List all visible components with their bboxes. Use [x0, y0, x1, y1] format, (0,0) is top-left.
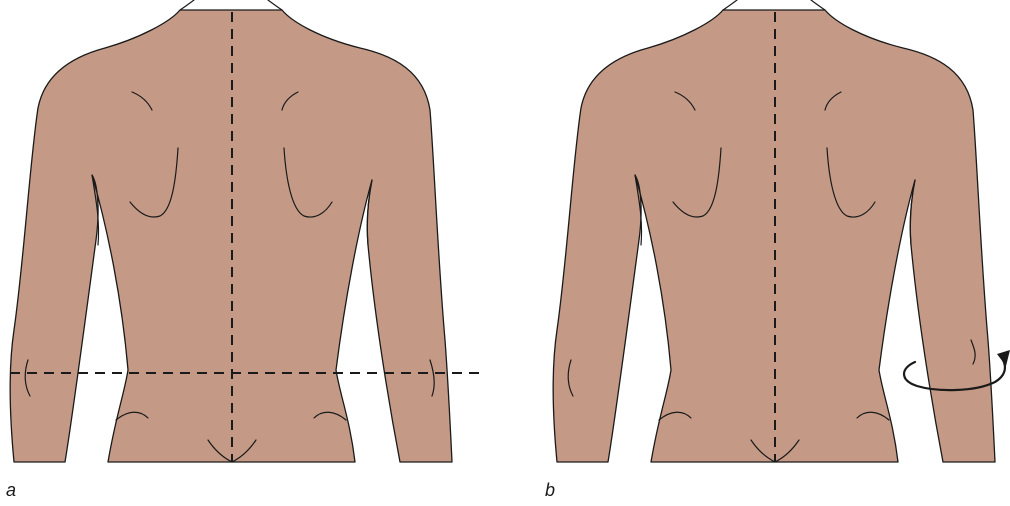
back-torso-figure-b [505, 0, 1010, 506]
panel-label-a: a [6, 480, 16, 501]
panel-b: b [505, 0, 1010, 506]
neck-curve-right [811, 0, 825, 10]
neck-curve-left [180, 0, 194, 10]
back-torso-figure-a [0, 0, 500, 506]
panel-a: a [0, 0, 500, 506]
neck-curve-right [268, 0, 282, 10]
neck-curve-left [723, 0, 737, 10]
panel-label-b: b [545, 480, 555, 501]
